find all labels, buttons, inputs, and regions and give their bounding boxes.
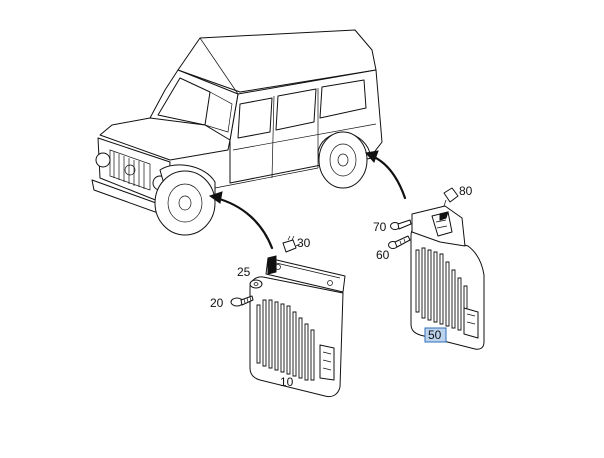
screw-part-60 (388, 235, 411, 249)
callout-80: 80 (459, 184, 473, 198)
callout-10: 10 (280, 375, 294, 389)
front-mud-flap (249, 276, 344, 398)
callout-50-highlight[interactable]: 50 (424, 327, 447, 343)
front-flap-ribs (256, 299, 315, 381)
vehicle-illustration (91, 29, 383, 236)
rear-flap-ribs (415, 247, 468, 333)
callout-30: 30 (297, 236, 311, 250)
callout-60: 60 (376, 248, 390, 262)
clip-part-30 (282, 235, 297, 253)
side-window-3 (319, 79, 367, 119)
callout-70: 70 (373, 220, 387, 234)
headlight-left (95, 152, 111, 168)
front-flap-logo (319, 344, 335, 381)
rear-flap-mount (411, 205, 466, 247)
grille (109, 149, 151, 191)
side-window-1 (237, 97, 273, 139)
callout-25: 25 (237, 265, 251, 279)
screw-part-70 (390, 219, 412, 230)
screw-part-20 (230, 295, 254, 307)
rear-wheel (318, 131, 368, 189)
arrow-rear-flap (365, 150, 407, 200)
washer-part-25 (249, 279, 263, 289)
clip-part-80 (443, 187, 459, 207)
front-flap-bracket (265, 255, 346, 293)
front-wheel (154, 170, 216, 236)
callout-20: 20 (210, 296, 224, 310)
callout-50: 50 (428, 328, 442, 342)
side-window-2 (275, 88, 317, 131)
rear-mud-flap (410, 229, 485, 350)
arrow-front-flap (208, 191, 274, 250)
